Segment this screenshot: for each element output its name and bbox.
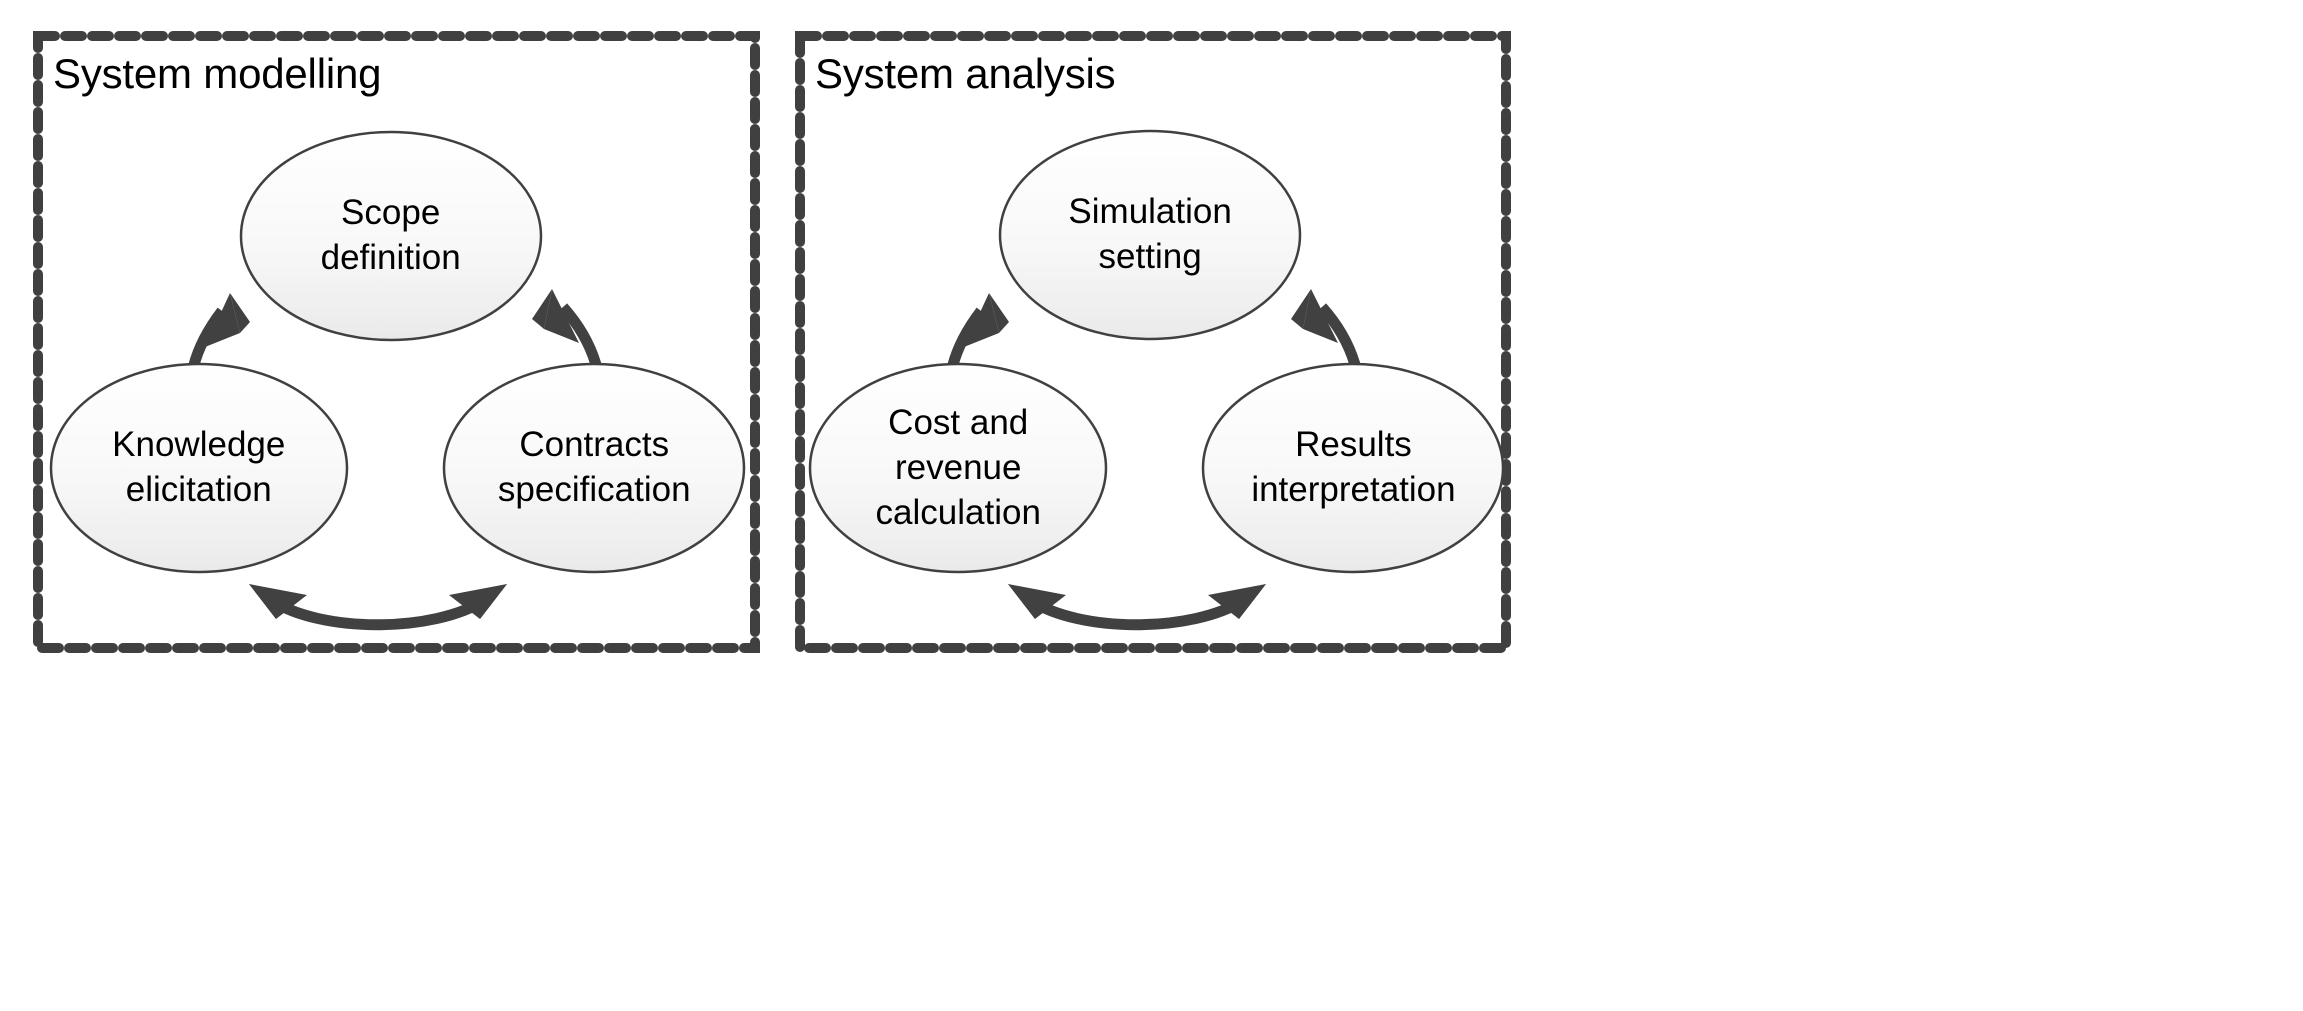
arrow-cost-results — [1008, 584, 1266, 631]
node-scope-definition[interactable] — [239, 130, 543, 342]
analysis-cycle-canvas: Cost and revenue calculation (left side)… — [808, 129, 1505, 631]
arrow-knowledge-contracts — [249, 584, 507, 631]
node-knowledge-elicitation[interactable] — [49, 362, 349, 574]
panel-title-system-modelling: System modelling — [53, 50, 382, 97]
node-results-interpretation[interactable] — [1201, 362, 1505, 574]
panel-title-system-analysis: System analysis — [815, 50, 1116, 97]
node-cost-revenue-calculation[interactable] — [808, 362, 1108, 574]
panel-system-modelling: System modelling Knowledge elicitation (… — [33, 31, 760, 653]
node-contracts-specification[interactable] — [442, 362, 746, 574]
modelling-cycle-canvas: Knowledge elicitation (left side) --> Sc… — [49, 130, 746, 631]
node-simulation-setting[interactable] — [998, 129, 1302, 341]
panel-system-analysis: System analysis Cost and revenue calcula… — [795, 31, 1511, 653]
